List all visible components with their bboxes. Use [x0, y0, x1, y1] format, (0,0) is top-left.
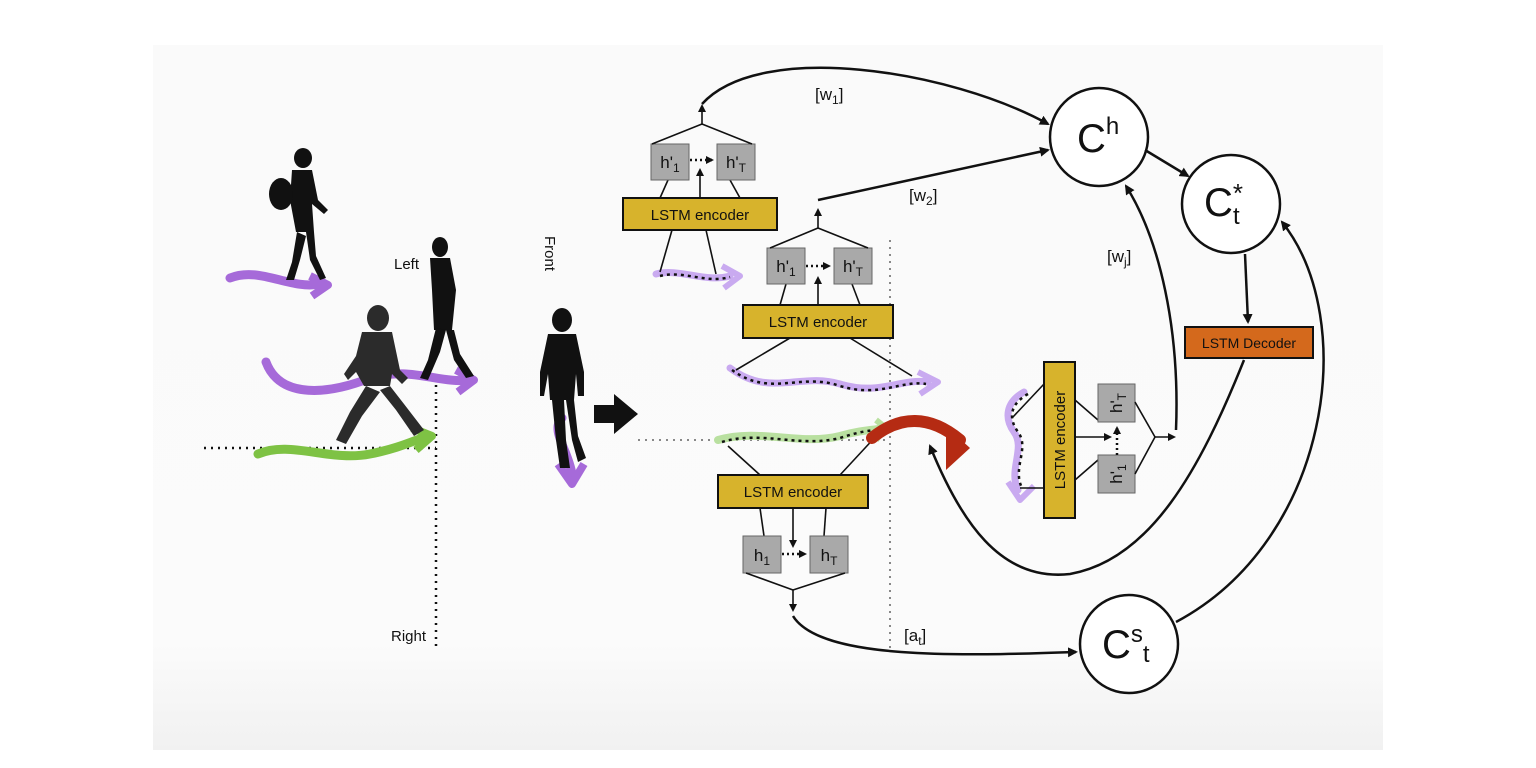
self-hidden-first — [742, 535, 782, 574]
left-hidden-first-label: h'1 — [660, 153, 680, 175]
self-trajectory — [253, 431, 433, 461]
rotated-encoder-block: LSTM encoder h'T h'1 — [1004, 361, 1176, 519]
pedestrian-scene: Left Right Front — [204, 148, 638, 648]
left-hidden-first — [650, 143, 690, 181]
left-neighbor-encoder-block: LSTM encoder h'1 h'T — [622, 104, 778, 291]
left-hidden-last — [716, 143, 756, 181]
front-lstm-encoder — [742, 304, 894, 339]
self-hidden-first-label: h1 — [754, 546, 770, 568]
left-direction-label: Left — [394, 256, 420, 273]
pedestrian-silhouette-woman-bag — [269, 148, 328, 280]
diagram-background — [153, 45, 1383, 750]
ch-to-cstar-connection — [1144, 148, 1190, 178]
front-hidden-first — [766, 247, 806, 285]
rotated-lstm-encoder-label: LSTM encoder — [1052, 391, 1069, 489]
rotated-hidden-first — [1097, 454, 1136, 494]
context-cst-circle — [1078, 593, 1180, 695]
lstm-decoder-label: LSTM Decoder — [1202, 335, 1296, 351]
w1-connection — [701, 66, 1050, 126]
front-hidden-first-label: h'1 — [776, 257, 796, 279]
at-connection — [791, 615, 1078, 658]
self-lstm-encoder-label: LSTM encoder — [744, 484, 842, 501]
self-lstm-encoder — [717, 474, 869, 509]
right-direction-label: Right — [391, 628, 427, 645]
cst-to-cstar-connection — [1175, 220, 1325, 624]
context-cstar-label: C*t — [1204, 178, 1243, 230]
w1-label: [w1] — [815, 85, 843, 107]
front-direction-label: Front — [541, 236, 558, 272]
front-pedestrian-arrowhead — [554, 461, 588, 488]
self-hidden-last-label: hT — [821, 546, 838, 568]
neighbor-left-arrowhead — [308, 272, 332, 300]
w2-label: [w2] — [909, 186, 937, 208]
front-hidden-last — [833, 247, 873, 285]
front-lstm-encoder-label: LSTM encoder — [769, 314, 867, 331]
context-cst-label: Cst — [1102, 621, 1150, 668]
w2-connection — [817, 146, 1050, 202]
left-hidden-last-label: h'T — [726, 153, 747, 175]
rotated-hidden-first-label: h'1 — [1107, 464, 1129, 484]
wj-connection — [1124, 184, 1178, 431]
pedestrian-silhouette-man-front — [540, 308, 586, 468]
context-ch-circle — [1048, 86, 1150, 188]
rotated-hidden-last-label: h'T — [1107, 392, 1129, 413]
pedestrian-silhouette-woman-left — [420, 237, 474, 380]
wj-label: [wj] — [1107, 247, 1131, 269]
self-hidden-last — [809, 535, 849, 574]
cstar-to-decoder-connection — [1242, 253, 1253, 324]
scene-to-model-arrow — [594, 394, 638, 434]
self-encoder-block: LSTM encoder h1 hT — [714, 417, 891, 612]
context-cstar-circle — [1180, 153, 1282, 255]
neighbor-middle-arrowhead — [454, 366, 478, 396]
decoder-feedback-connection — [928, 359, 1246, 576]
front-neighbor-encoder-block: LSTM encoder h'1 h'T — [726, 208, 941, 397]
rotated-lstm-encoder — [1043, 361, 1076, 519]
at-label: [at] — [904, 626, 926, 648]
left-lstm-encoder-label: LSTM encoder — [651, 207, 749, 224]
pedestrian-silhouette-man-walking — [336, 305, 424, 444]
neighbor-left-trajectory — [225, 270, 325, 290]
rotation-arrowhead — [946, 426, 970, 470]
front-hidden-last-label: h'T — [843, 257, 864, 279]
lstm-decoder — [1184, 326, 1314, 359]
